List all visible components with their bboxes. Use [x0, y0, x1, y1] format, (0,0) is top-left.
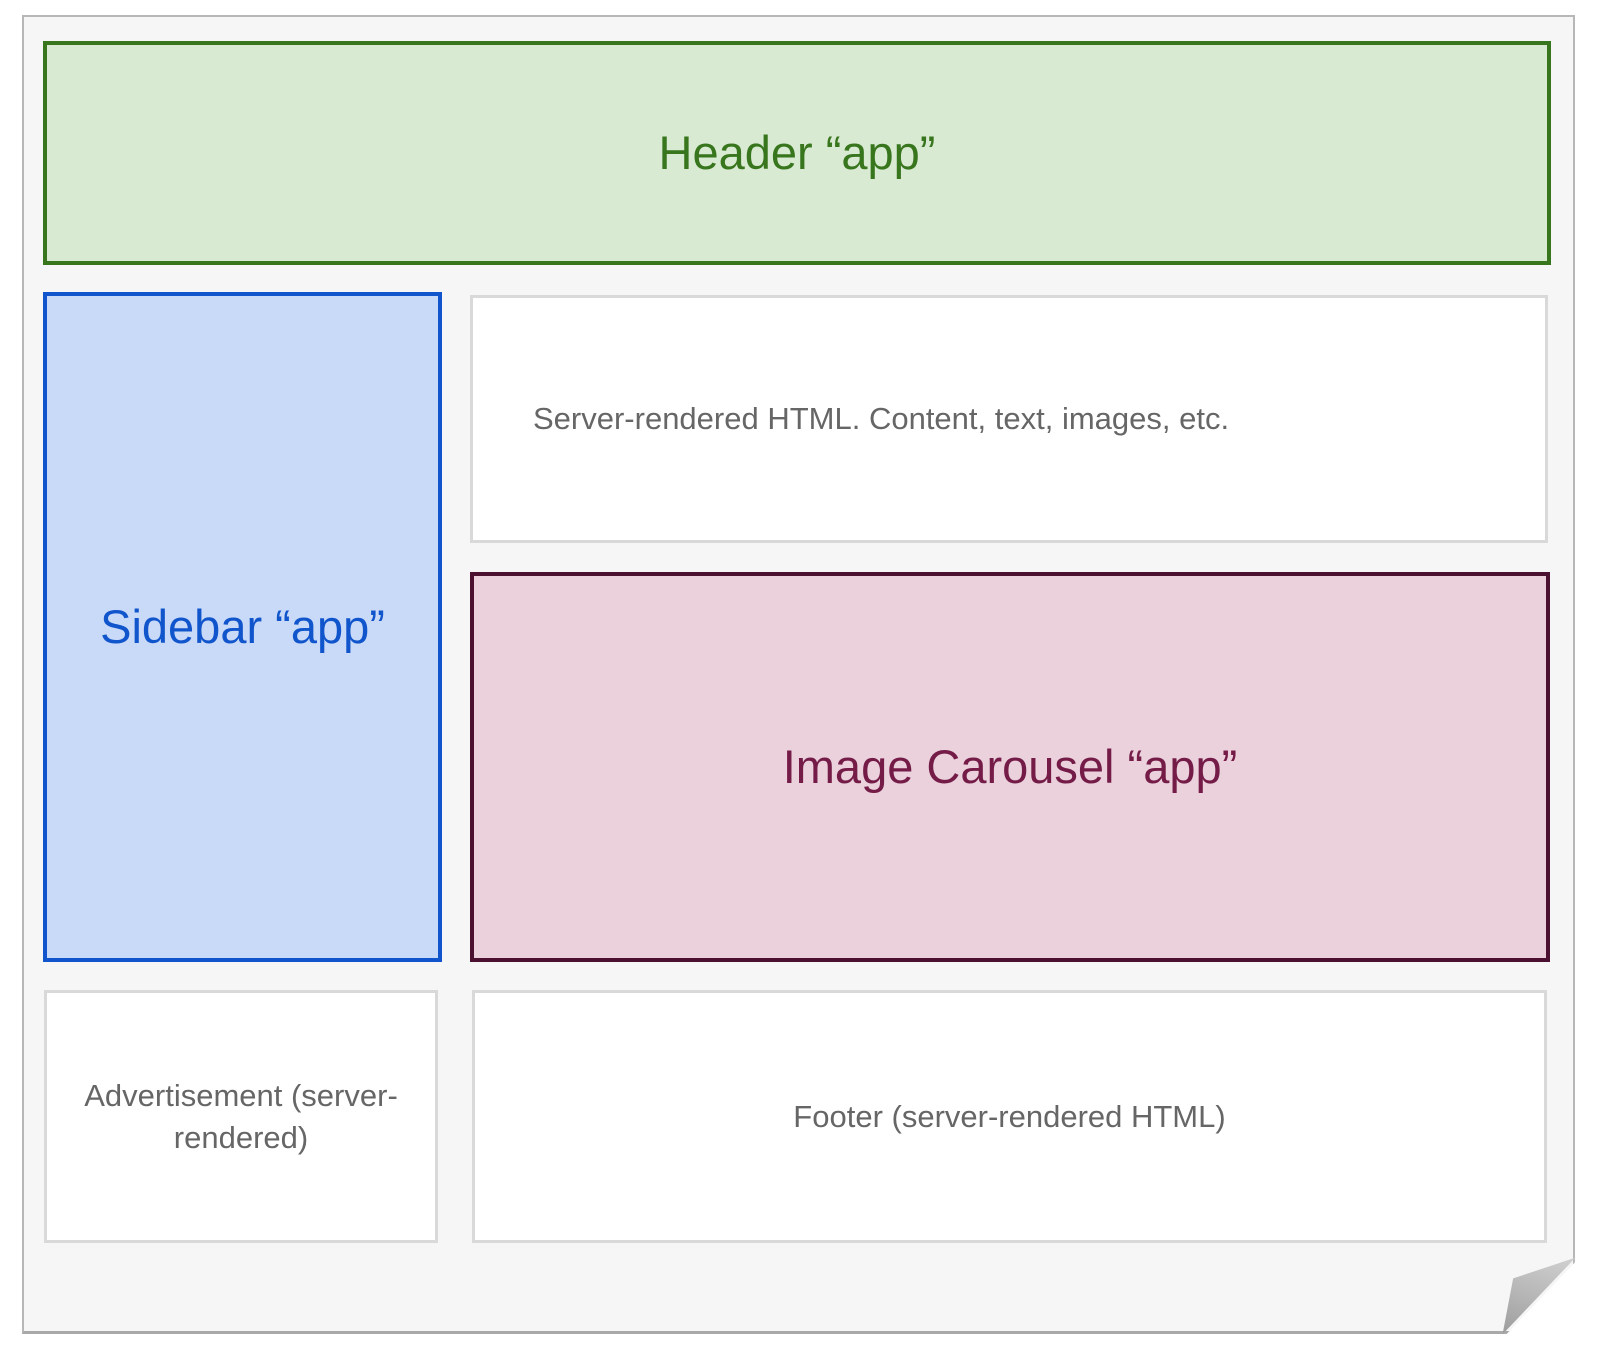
image-carousel-box: Image Carousel “app” [470, 572, 1550, 962]
footer-label: Footer (server-rendered HTML) [793, 1098, 1226, 1134]
sidebar-app-box: Sidebar “app” [43, 292, 442, 962]
server-rendered-content-box: Server-rendered HTML. Content, text, ima… [470, 295, 1548, 543]
advertisement-label: Advertisement (server-rendered) [84, 1077, 398, 1155]
image-carousel-label: Image Carousel “app” [782, 739, 1238, 793]
advertisement-box: Advertisement (server-rendered) [44, 990, 438, 1243]
header-app-box: Header “app” [43, 41, 1551, 265]
server-rendered-content-label: Server-rendered HTML. Content, text, ima… [533, 401, 1230, 437]
sidebar-app-label: Sidebar “app” [100, 599, 385, 653]
header-app-label: Header “app” [658, 125, 936, 179]
page-outline: Header “app” Sidebar “app” Server-render… [22, 15, 1575, 1334]
footer-box: Footer (server-rendered HTML) [472, 990, 1547, 1243]
